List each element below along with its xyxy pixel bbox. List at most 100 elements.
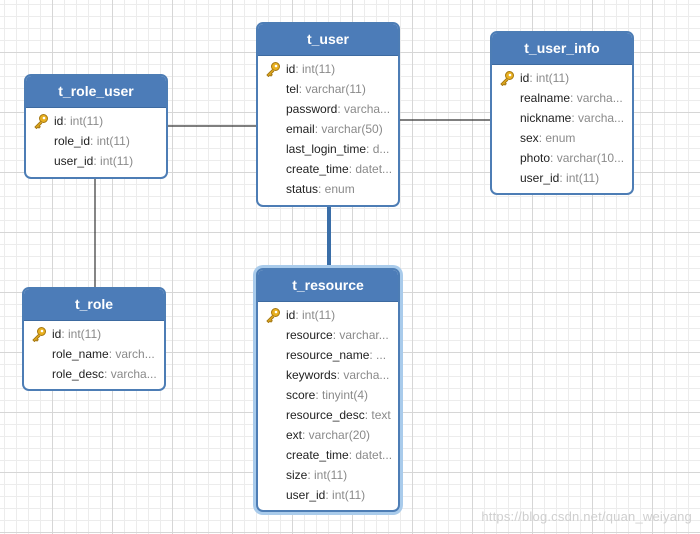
column-name: id [520,71,530,85]
column-name: user_id [286,488,326,502]
column-name: status [286,182,319,196]
column-type: : ... [369,348,387,362]
column-row[interactable]: user_id: int(11) [258,485,398,505]
column-name: realname [520,91,571,105]
table-t-role-user[interactable]: t_role_user id: int(11) role_id: int(11)… [24,74,168,179]
column-row[interactable]: sex: enum [492,128,632,148]
table-t-user[interactable]: t_user id: int(11) tel: varchar(11) pass… [256,22,400,207]
column-row[interactable]: tel: varchar(11) [258,79,398,99]
column-type: : datet... [348,448,393,462]
column-row[interactable]: password: varcha... [258,99,398,119]
column-name: resource_name [286,348,370,362]
column-name: last_login_time [286,142,367,156]
column-type: : enum [538,131,576,145]
column-type: : varcha... [336,368,390,382]
column-row[interactable]: ext: varchar(20) [258,425,398,445]
column-row[interactable]: role_desc: varcha... [24,364,164,384]
column-type: : varchar(10... [550,151,625,165]
column-name: role_id [54,134,91,148]
column-type: : varcha... [337,102,391,116]
column-type: : int(11) [529,71,570,85]
column-row[interactable]: role_id: int(11) [26,131,166,151]
column-row[interactable]: last_login_time: d... [258,139,398,159]
column-type: : varchar(20) [302,428,371,442]
key-icon [500,71,514,86]
column-type: : datet... [348,162,393,176]
column-type: : int(11) [559,171,600,185]
column-type: : varch... [108,347,155,361]
table-header[interactable]: t_role_user [26,76,166,108]
column-name: keywords [286,368,337,382]
column-list: id: int(11) role_name: varch... role_des… [24,321,164,384]
column-row[interactable]: id: int(11) [26,111,166,131]
column-row[interactable]: resource: varchar... [258,325,398,345]
column-name: id [54,114,64,128]
column-type: : enum [318,182,355,196]
key-icon [34,114,48,129]
key-icon [266,62,280,77]
column-name: role_desc [52,367,105,381]
column-row[interactable]: role_name: varch... [24,344,164,364]
column-row[interactable]: id: int(11) [258,305,398,325]
column-row[interactable]: id: int(11) [24,324,164,344]
column-row[interactable]: resource_desc: text [258,405,398,425]
column-type: : int(11) [93,154,134,168]
column-type: : int(11) [61,327,102,341]
column-name: id [52,327,62,341]
column-row[interactable]: size: int(11) [258,465,398,485]
column-row[interactable]: user_id: int(11) [492,168,632,188]
table-t-user-info[interactable]: t_user_info id: int(11) realname: varcha… [490,31,634,195]
column-type: : varcha... [104,367,157,381]
column-name: user_id [54,154,94,168]
column-name: create_time [286,448,349,462]
table-t-resource[interactable]: t_resource id: int(11) resource: varchar… [256,268,400,512]
table-header[interactable]: t_user_info [492,33,632,65]
column-name: resource [286,328,333,342]
column-type: : varcha... [570,91,623,105]
column-name: score [286,388,316,402]
table-header[interactable]: t_resource [258,270,398,302]
column-row[interactable]: user_id: int(11) [26,151,166,171]
column-type: : d... [366,142,390,156]
column-row[interactable]: nickname: varcha... [492,108,632,128]
column-row[interactable]: resource_name: ... [258,345,398,365]
column-row[interactable]: create_time: datet... [258,445,398,465]
column-row[interactable]: id: int(11) [258,59,398,79]
column-name: password [286,102,338,116]
column-row[interactable]: status: enum [258,179,398,199]
column-name: size [286,468,308,482]
column-type: : int(11) [63,114,104,128]
column-type: : int(11) [295,62,336,76]
table-header[interactable]: t_user [258,24,398,56]
column-row[interactable]: photo: varchar(10... [492,148,632,168]
column-name: id [286,62,296,76]
column-type: : varchar(11) [298,82,366,96]
column-name: resource_desc [286,408,365,422]
column-type: : varchar(50) [314,122,383,136]
column-type: : int(11) [307,468,348,482]
column-type: : int(11) [90,134,130,148]
column-row[interactable]: score: tinyint(4) [258,385,398,405]
column-name: email [286,122,315,136]
column-name: create_time [286,162,349,176]
column-name: tel [286,82,299,96]
column-name: id [286,308,296,322]
key-icon [32,327,46,342]
column-name: nickname [520,111,572,125]
column-name: role_name [52,347,109,361]
column-row[interactable]: email: varchar(50) [258,119,398,139]
table-t-role[interactable]: t_role id: int(11) role_name: varch... r… [22,287,166,391]
column-name: ext [286,428,303,442]
column-row[interactable]: keywords: varcha... [258,365,398,385]
column-list: id: int(11) resource: varchar... resourc… [258,302,398,505]
table-header[interactable]: t_role [24,289,164,321]
column-type: : int(11) [325,488,366,502]
column-row[interactable]: realname: varcha... [492,88,632,108]
column-row[interactable]: create_time: datet... [258,159,398,179]
column-row[interactable]: id: int(11) [492,68,632,88]
column-type: : varchar... [332,328,389,342]
column-type: : varcha... [571,111,625,125]
column-type: : int(11) [295,308,336,322]
column-type: : tinyint(4) [315,388,369,402]
